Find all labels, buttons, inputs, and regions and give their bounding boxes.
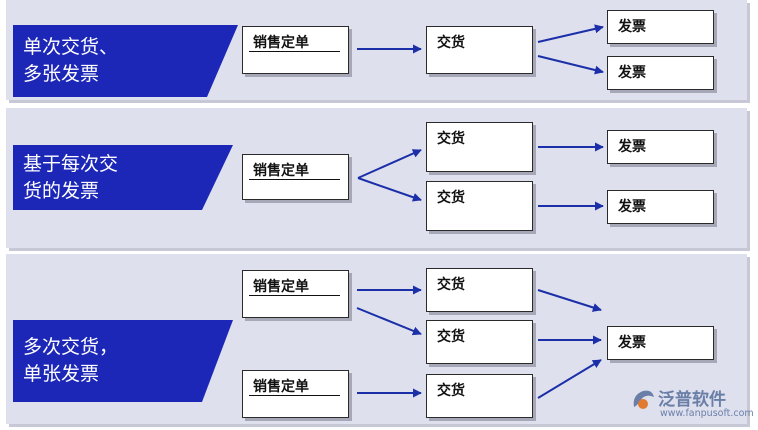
sales-order-label: 销售定单 xyxy=(253,279,309,295)
delivery-box: 交货 xyxy=(426,374,533,418)
scenario-title-line: 基于每次交 xyxy=(23,152,119,175)
delivery-label: 交货 xyxy=(437,190,465,206)
invoice-box: 发票 xyxy=(607,326,714,360)
scenario-title-banner: 基于每次交 货的发票 xyxy=(13,145,233,210)
delivery-label: 交货 xyxy=(437,329,465,345)
delivery-box: 交货 xyxy=(426,320,533,364)
flow-arrow xyxy=(537,24,604,43)
scenario-title-banner: 多次交货， 单张发票 xyxy=(13,320,233,402)
sales-order-box: 销售定单 xyxy=(242,270,349,318)
invoice-label: 发票 xyxy=(618,199,646,215)
flow-arrow xyxy=(537,289,602,312)
delivery-label: 交货 xyxy=(437,277,465,293)
underline xyxy=(249,295,340,296)
watermark: 泛普软件 www.fanpusoft.com xyxy=(630,385,755,425)
underline xyxy=(249,179,340,180)
invoice-box: 发票 xyxy=(607,10,714,44)
invoice-label: 发票 xyxy=(618,335,646,351)
sales-order-box: 销售定单 xyxy=(242,154,349,200)
invoice-box: 发票 xyxy=(607,130,714,164)
sales-order-box: 销售定单 xyxy=(242,26,349,74)
sales-order-label: 销售定单 xyxy=(253,379,309,395)
delivery-label: 交货 xyxy=(437,383,465,399)
flow-arrow xyxy=(537,359,602,399)
delivery-box: 交货 xyxy=(426,26,533,74)
flow-arrow xyxy=(537,55,604,75)
delivery-label: 交货 xyxy=(437,131,465,147)
scenario-title-line: 单次交货、 xyxy=(23,36,119,58)
scenario-title-banner: 单次交货、 多张发票 xyxy=(13,25,238,97)
scenario-title-line: 多张发票 xyxy=(23,63,100,85)
scenario-title-line: 单张发票 xyxy=(23,363,100,385)
sales-order-label: 销售定单 xyxy=(253,35,309,51)
invoice-box: 发票 xyxy=(607,56,714,90)
invoice-label: 发票 xyxy=(618,19,646,35)
scenario-title-line: 货的发票 xyxy=(23,179,100,202)
sales-order-label: 销售定单 xyxy=(253,163,309,179)
watermark-url: www.fanpusoft.com xyxy=(660,408,754,419)
delivery-label: 交货 xyxy=(437,35,465,51)
flow-arrow xyxy=(356,307,422,336)
underline xyxy=(249,395,340,396)
invoice-box: 发票 xyxy=(607,190,714,224)
sales-order-box: 销售定单 xyxy=(242,370,349,418)
scenario-title-line: 多次交货， xyxy=(23,336,119,358)
invoice-label: 发票 xyxy=(618,139,646,155)
underline xyxy=(249,51,340,52)
delivery-box: 交货 xyxy=(426,181,533,231)
invoice-label: 发票 xyxy=(618,65,646,81)
delivery-box: 交货 xyxy=(426,268,533,312)
watermark-name: 泛普软件 xyxy=(658,390,726,410)
flow-arrow xyxy=(357,177,422,202)
flow-arrow xyxy=(357,149,422,179)
delivery-box: 交货 xyxy=(426,122,533,172)
fanpu-logo-icon xyxy=(633,390,654,409)
